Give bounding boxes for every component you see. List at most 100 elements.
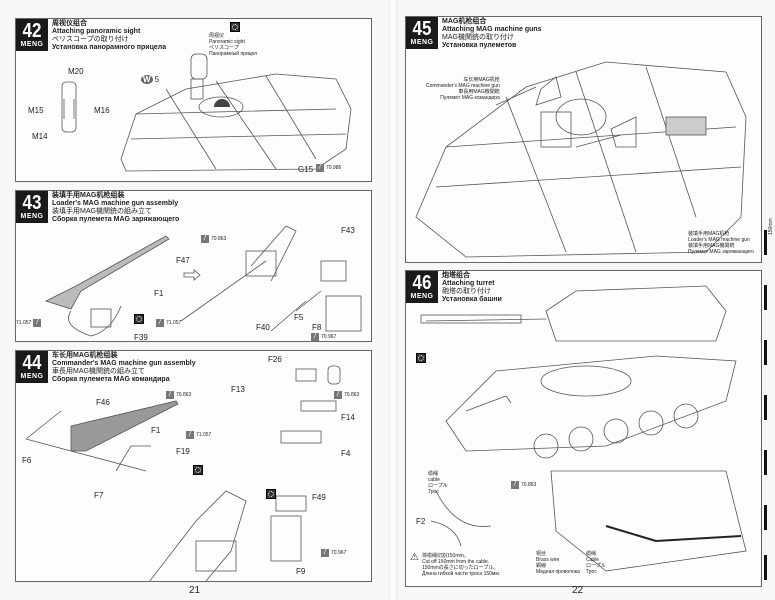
step-title: 炮塔组合 Attaching turret 砲塔の取り付け Установка … xyxy=(442,272,502,304)
title-ja: 車長用MAG機関銃の組み立て xyxy=(52,368,145,375)
paint-code: /70.967 xyxy=(321,549,346,557)
paint-icon: / xyxy=(334,391,342,399)
brass-zh: 铜丝 xyxy=(536,551,547,557)
cable-en: Cable xyxy=(586,557,600,563)
paint-code: /70.863 xyxy=(201,235,226,243)
paint-code: /70.863 xyxy=(511,481,536,489)
glue-icon xyxy=(230,22,240,32)
paint-number: 71.057 xyxy=(196,432,212,438)
callout-ru: Пулемет MAG командира xyxy=(440,95,500,101)
callout-en: Commander's MAG machine gun xyxy=(426,83,500,89)
step-number: 45 xyxy=(412,18,432,40)
glue-icon xyxy=(416,353,426,363)
title-zh: 装填手用MAG机枪组装 xyxy=(52,192,125,199)
ruler-segment xyxy=(764,450,767,475)
part-label: M14 xyxy=(32,132,48,141)
title-ru: Установка башни xyxy=(442,296,502,303)
meng-logo: MENG xyxy=(20,41,44,48)
paint-icon: / xyxy=(511,481,519,489)
cable-zh: 缆绳 xyxy=(586,551,597,557)
ruler-label: 150mm xyxy=(768,218,774,235)
callout-en: Loader's MAG machine gun xyxy=(688,237,750,243)
callout-ja: ペリスコープ xyxy=(209,45,239,51)
paint-number: 70.863 xyxy=(344,392,360,398)
paint-icon: / xyxy=(201,235,209,243)
paint-icon: / xyxy=(186,431,194,439)
part-label: F43 xyxy=(341,226,355,235)
warning-en: Cut off 150mm from the cable. xyxy=(422,559,490,565)
brass-ja: 銅線 xyxy=(536,563,547,569)
cable-ja: ロープル xyxy=(586,563,606,569)
cable-ru: Трос xyxy=(428,489,439,495)
part-label: F6 xyxy=(22,456,32,465)
paint-icon: / xyxy=(316,164,324,172)
title-zh: 车长用MAG机枪组装 xyxy=(52,352,118,359)
part-label: G15 xyxy=(298,165,314,174)
part-label: F13 xyxy=(231,385,245,394)
part-label: M15 xyxy=(28,106,44,115)
paint-code: /71.057 xyxy=(186,431,211,439)
ruler-segment xyxy=(764,505,767,530)
title-en: Attaching panoramic sight xyxy=(52,28,141,35)
part-label: F9 xyxy=(296,567,306,576)
part-label: F1 xyxy=(154,289,164,298)
callout-ru: Пулемет MAG заряжающего xyxy=(688,249,754,255)
title-ja: ペリスコープの取り付け xyxy=(52,36,129,43)
paint-code: 71.057/ xyxy=(16,319,42,327)
paint-code: /70.863 xyxy=(334,391,359,399)
brass-ru: Медная проволока xyxy=(536,569,580,575)
step-number: 42 xyxy=(22,20,42,42)
part-label: F47 xyxy=(176,256,190,265)
paint-icon: / xyxy=(311,333,319,341)
part-label: F46 xyxy=(96,398,110,407)
part-label: F49 xyxy=(312,493,326,502)
callout-en: Panoramic sight xyxy=(209,39,245,45)
title-en: Attaching MAG machine guns xyxy=(442,26,542,33)
turret-line-art xyxy=(415,61,747,258)
callout-ru: Панорамный прицел xyxy=(209,51,258,57)
title-ru: Установка пулеметов xyxy=(442,42,517,49)
step-number: 46 xyxy=(412,272,432,294)
part-label: F2 xyxy=(416,517,426,526)
cable-ru: Трос xyxy=(586,569,597,575)
step-number: 44 xyxy=(22,352,42,374)
step-number: 43 xyxy=(22,192,42,214)
step-title: 装填手用MAG机枪组装 Loader's MAG machine gun ass… xyxy=(52,192,179,224)
paint-number: 70.967 xyxy=(331,550,347,556)
title-ja: 装填手用MAG機関銃の組み立て xyxy=(52,208,152,215)
part-label: M20 xyxy=(68,67,84,76)
title-zh: MAG机枪组合 xyxy=(442,18,487,25)
paint-number: 70.863 xyxy=(211,236,227,242)
part-label: F26 xyxy=(268,355,282,364)
ruler-segment xyxy=(764,395,767,420)
tank-line-art xyxy=(420,285,747,572)
step-title: 周视仪组合 Attaching panoramic sight ペリスコープの取… xyxy=(52,20,166,52)
warning-note: ⚠ 将缆绳切割150mm。Cut off 150mm from the cabl… xyxy=(410,553,500,578)
part-label: F39 xyxy=(134,333,148,342)
paint-number: 71.057 xyxy=(16,320,32,326)
title-ja: MAG機関銃の取り付け xyxy=(442,34,514,41)
paint-code: /70.967 xyxy=(311,333,336,341)
step-title: 车长用MAG机枪组装 Commander's MAG machine gun a… xyxy=(52,352,196,384)
part-label: F8 xyxy=(312,323,322,332)
paint-number: 70.986 xyxy=(326,165,342,171)
callout-zh: 装填手用MAG机枪 xyxy=(688,231,730,237)
meng-logo: MENG xyxy=(410,39,434,46)
part-label: F4 xyxy=(341,449,351,458)
part-label: F7 xyxy=(94,491,104,500)
title-en: Attaching turret xyxy=(442,280,495,287)
